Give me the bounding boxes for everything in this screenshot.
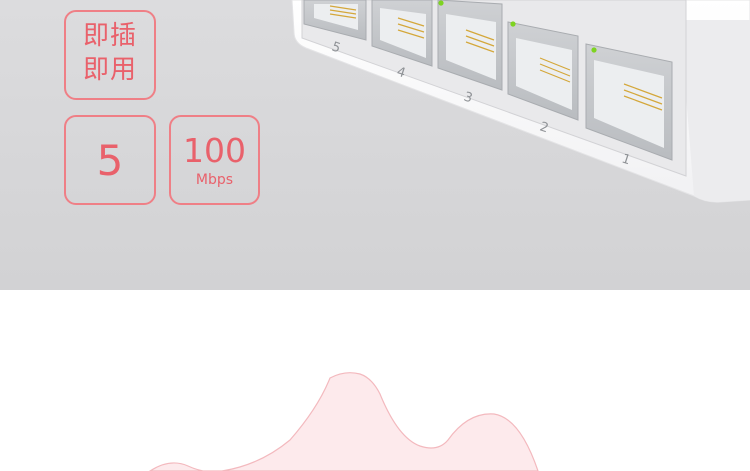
signal-wave-section [0,290,750,471]
port-led-icon [510,21,516,27]
port-5 [303,0,367,41]
plug-and-play-line1: 即插 [82,21,137,51]
signal-wave-graphic [148,372,539,471]
speed-value: 100 [183,131,246,170]
plug-and-play-badge: 即插 即用 [64,10,156,100]
port-count-badge: 5 [64,115,156,205]
speed-badge: 100 Mbps [169,115,260,205]
plug-and-play-line2: 即用 [82,55,137,85]
port-2 [507,21,579,121]
port-led-icon [591,47,597,53]
port-led-icon [438,0,444,6]
switch-device-image: 5 4 3 2 1 [291,0,750,203]
port-count-value: 5 [96,136,124,185]
port-3 [437,0,503,91]
product-hero: 5 4 3 2 1 即插 即用 5 100 Mbps [0,0,750,290]
port-4 [371,0,433,67]
speed-unit: Mbps [195,172,234,188]
port-1 [585,43,673,161]
